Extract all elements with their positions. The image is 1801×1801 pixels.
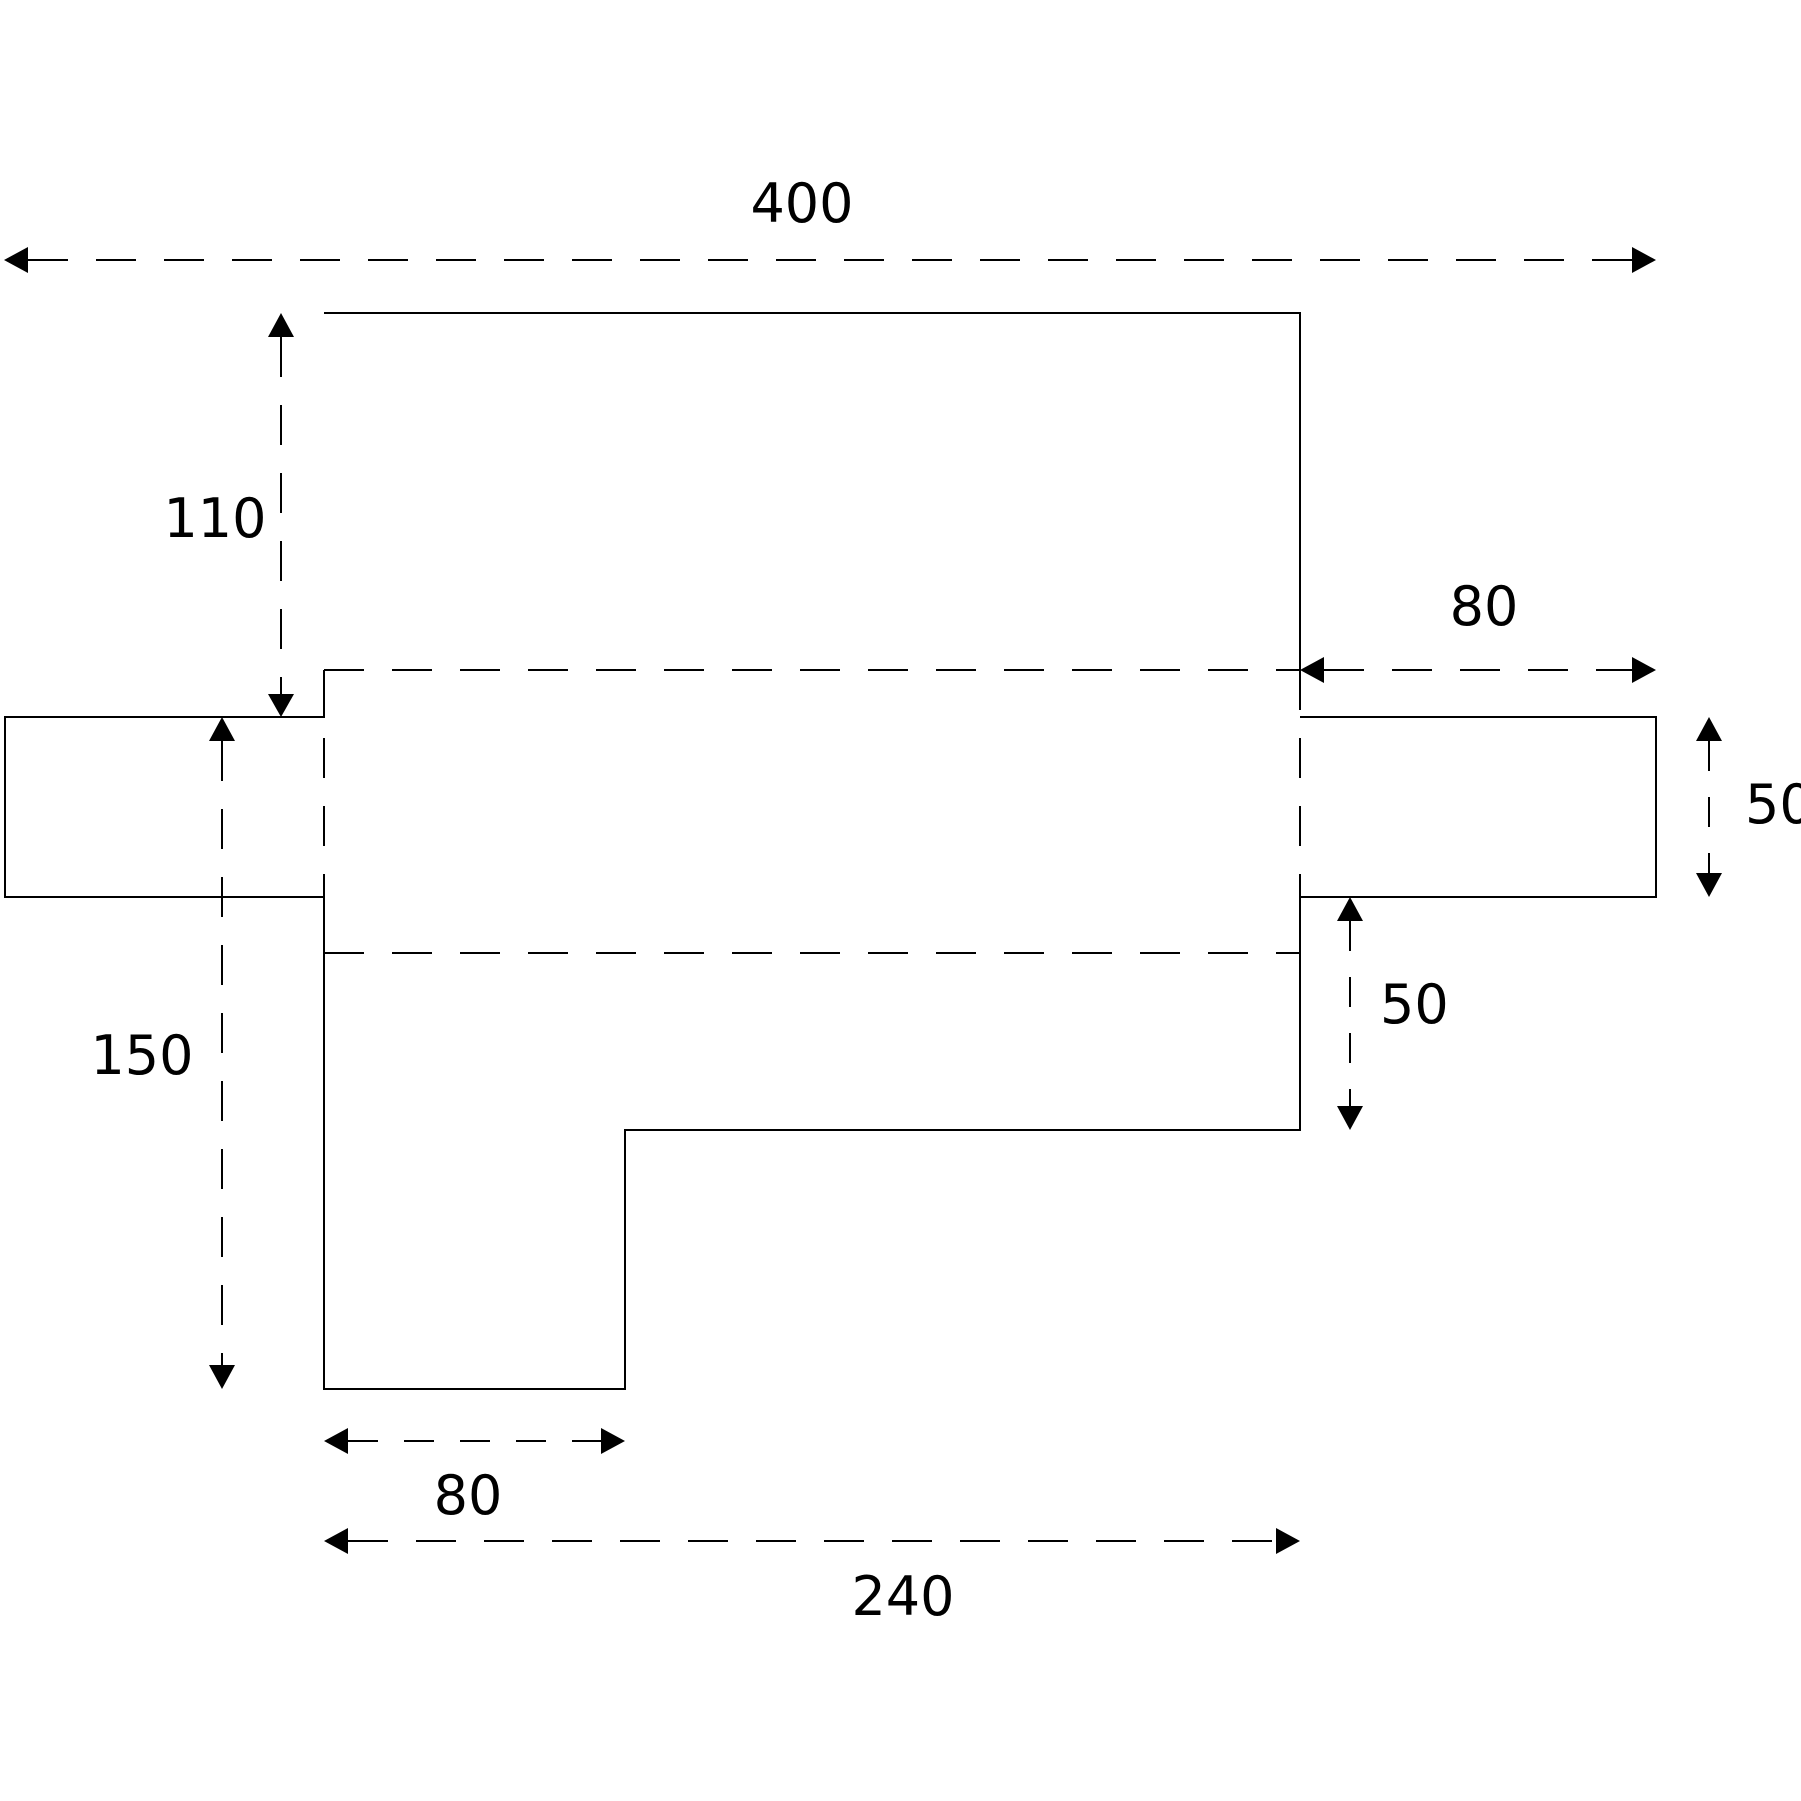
arrow-up-icon bbox=[209, 717, 235, 741]
arrow-up-icon bbox=[268, 313, 294, 337]
arrow-down-icon bbox=[209, 1365, 235, 1389]
arrow-left-icon bbox=[1300, 657, 1324, 683]
dimension-right-tab-height: 50 bbox=[1696, 717, 1801, 897]
label-top-flap-height: 110 bbox=[163, 487, 266, 550]
label-right-lower-height: 50 bbox=[1380, 973, 1449, 1036]
arrow-down-icon bbox=[1696, 873, 1722, 897]
dimension-top-flap-height: 110 bbox=[163, 313, 294, 717]
dimension-overall-width: 400 bbox=[4, 172, 1656, 273]
label-bottom-tab-width: 80 bbox=[434, 1464, 503, 1527]
arrow-right-icon bbox=[1632, 247, 1656, 273]
dimension-left-total-height: 150 bbox=[90, 717, 235, 1389]
arrow-right-icon bbox=[601, 1428, 625, 1454]
label-bottom-width: 240 bbox=[851, 1565, 954, 1628]
label-left-total-height: 150 bbox=[90, 1024, 193, 1087]
label-right-tab-width: 80 bbox=[1450, 575, 1519, 638]
net-outline bbox=[4, 312, 1657, 1390]
arrow-down-icon bbox=[268, 694, 294, 717]
arrow-right-icon bbox=[1276, 1528, 1300, 1554]
dimension-right-lower-height: 50 bbox=[1337, 897, 1449, 1130]
arrow-right-icon bbox=[1632, 657, 1656, 683]
label-overall-width: 400 bbox=[750, 172, 853, 235]
arrow-up-icon bbox=[1337, 897, 1363, 921]
arrow-left-icon bbox=[4, 247, 28, 273]
arrow-left-icon bbox=[324, 1528, 348, 1554]
arrow-up-icon bbox=[1696, 717, 1722, 741]
label-right-tab-height: 50 bbox=[1745, 773, 1801, 836]
arrow-down-icon bbox=[1337, 1106, 1363, 1130]
dimension-bottom-width: 240 bbox=[324, 1528, 1300, 1628]
dimension-right-tab-width: 80 bbox=[1300, 575, 1656, 683]
dimension-bottom-tab-width: 80 bbox=[324, 1428, 625, 1527]
arrow-left-icon bbox=[324, 1428, 348, 1454]
